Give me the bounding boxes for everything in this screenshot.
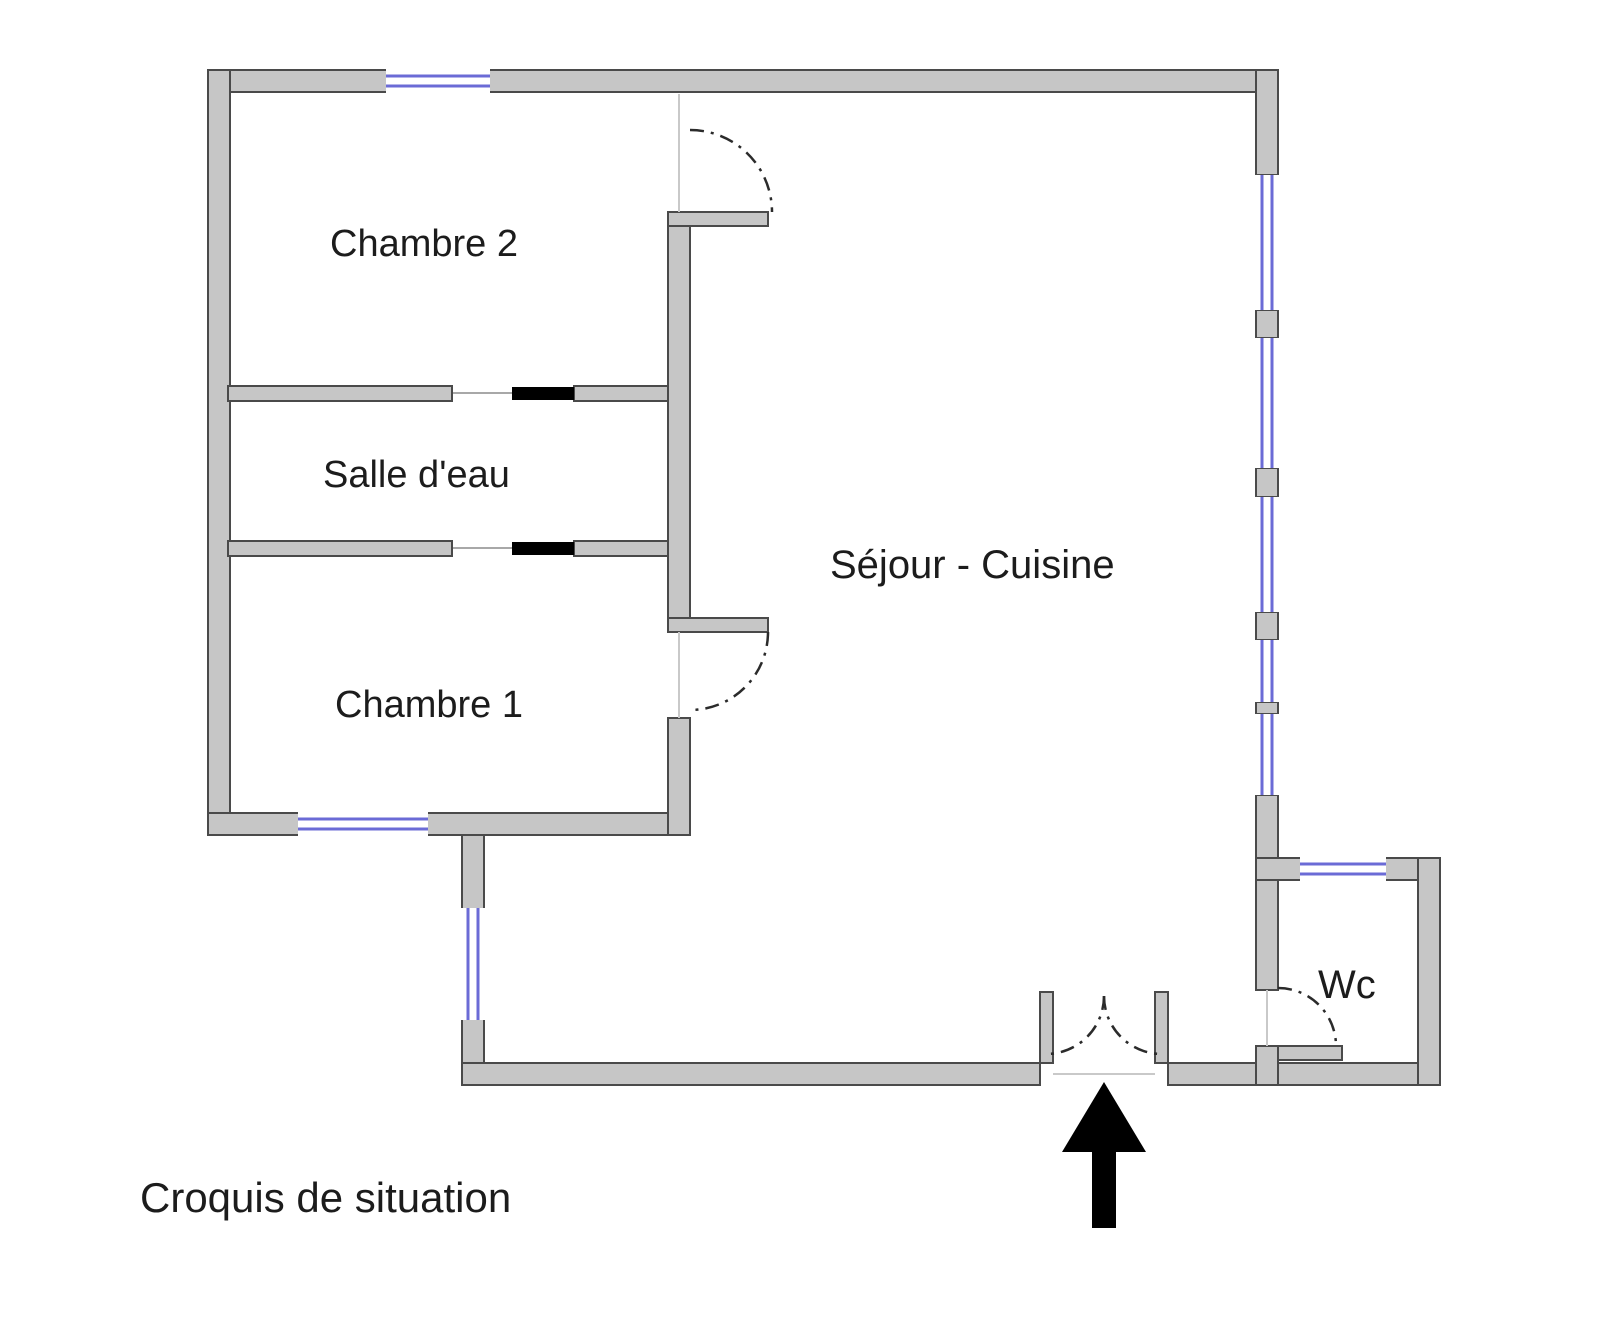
window-opening: [1254, 175, 1280, 310]
arrow-head: [1062, 1082, 1146, 1152]
wall-segment-right-5: [1255, 701, 1279, 715]
entrance-arrow-icon: [1062, 1082, 1146, 1228]
entry-jamb-right: [1154, 991, 1169, 1064]
window-top: [386, 68, 490, 94]
interior-thin-walls: [227, 385, 669, 557]
door-swing-arc-chambre2: [689, 128, 774, 213]
wall-segment-divider-upper: [667, 211, 691, 619]
door-swing-arc-entry-right: [1102, 995, 1163, 1056]
divider-door-stub-bottom: [667, 617, 769, 633]
door-leaf-salle-bottom: [512, 542, 574, 555]
window-opening: [298, 811, 428, 837]
door-swing-arc-chambre1: [689, 631, 770, 712]
page-title: Croquis de situation: [140, 1174, 511, 1221]
window-right-2: [1254, 338, 1280, 468]
window-corridor: [460, 908, 486, 1020]
wall-segment-salle-top-a: [227, 385, 453, 402]
entry-jamb-left: [1039, 991, 1054, 1064]
door-swings: [678, 94, 1338, 1075]
room-label-sejour-cuisine: Séjour - Cuisine: [830, 543, 1115, 587]
wall-segment-top: [207, 69, 1279, 93]
room-labels: Chambre 2 Salle d'eau Chambre 1 Séjour -…: [323, 223, 1376, 1007]
wall-segment-wc-corner: [1255, 1045, 1279, 1086]
window-opening: [460, 908, 486, 1020]
door-leaf-salle-top: [512, 387, 574, 400]
window-opening: [1254, 497, 1280, 612]
wall-segment-right-1: [1255, 69, 1279, 176]
wall-segment-wc-right: [1417, 857, 1441, 1086]
room-label-chambre1: Chambre 1: [335, 684, 523, 726]
divider-door-stub-top: [667, 211, 769, 227]
wall-segment-salle-bottom-a: [227, 540, 453, 557]
window-right-5: [1254, 714, 1280, 795]
wall-segment-right-4: [1255, 611, 1279, 641]
window-opening: [386, 68, 490, 94]
window-right-3: [1254, 497, 1280, 612]
window-opening: [1254, 640, 1280, 702]
window-opening: [1254, 338, 1280, 468]
wc-door-stub: [1277, 1045, 1343, 1061]
window-right-4: [1254, 640, 1280, 702]
door-swing-arc-wc: [1277, 986, 1338, 1047]
wall-segment-right-2: [1255, 309, 1279, 339]
wall-segment-right-3: [1255, 467, 1279, 498]
window-wc: [1300, 856, 1386, 882]
room-label-salle-deau: Salle d'eau: [323, 454, 510, 496]
window-chambre1: [298, 811, 428, 837]
room-label-wc: Wc: [1318, 963, 1376, 1007]
wall-segment-wc-left: [1255, 879, 1279, 991]
door-swing-arc-entry-left: [1045, 995, 1106, 1056]
wall-segment-chambre1-bottom: [207, 812, 691, 836]
room-label-chambre2: Chambre 2: [330, 223, 518, 265]
windows: [298, 68, 1386, 1020]
wall-segment-bottom-right: [1167, 1062, 1441, 1086]
window-right-1: [1254, 175, 1280, 310]
interior-divider-wall: [667, 211, 769, 836]
wall-segment-divider-lower: [667, 717, 691, 836]
wall-segment-salle-top-b: [573, 385, 669, 402]
wall-segment-bottom-left: [461, 1062, 1041, 1086]
window-opening: [1254, 714, 1280, 795]
window-opening: [1300, 856, 1386, 882]
wall-segment-left: [207, 69, 231, 836]
arrow-shaft: [1092, 1152, 1116, 1228]
wall-segment-salle-bottom-b: [573, 540, 669, 557]
